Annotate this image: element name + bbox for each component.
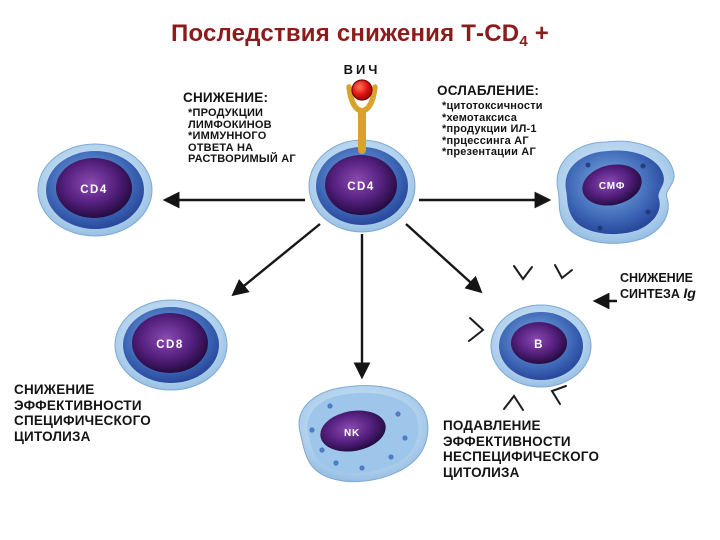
specific-cytolysis-caption: СНИЖЕНИЕ ЭФФЕКТИВНОСТИ СПЕЦИФИЧЕСКОГО ЦИ… — [14, 382, 151, 444]
cd4-left-label: CD4 — [80, 184, 108, 196]
title-main: Последствия снижения Т-CD — [171, 20, 520, 47]
arrow-to-b — [405, 223, 483, 294]
cd8-label: CD8 — [156, 339, 184, 351]
weakening-line-2: *хемотаксиса — [442, 111, 518, 124]
ig-caption-line-2: СИНТЕЗА Ig — [620, 285, 696, 302]
decrease-line-3: *ИММУННОГО — [188, 130, 267, 142]
decrease-line-2: ЛИМФОКИНОВ — [188, 118, 272, 131]
b-cell-attack-marks — [468, 264, 573, 411]
smf-cell: СМФ — [556, 140, 675, 244]
receptor-cup-icon — [346, 84, 378, 114]
attack-mark-icon — [513, 265, 533, 281]
cd4-center-label: CD4 — [347, 181, 375, 193]
b-cell: В — [490, 304, 592, 388]
weakening-line-4: *прцессинга АГ — [442, 134, 529, 147]
ig-synthesis-caption: СНИЖЕНИЕ СИНТЕЗА Ig — [620, 271, 696, 302]
nk-cell: NK — [298, 385, 429, 483]
specific-line-1: СНИЖЕНИЕ — [14, 382, 95, 397]
cd4-left-cell: CD4 — [37, 143, 153, 237]
b-label: В — [534, 339, 544, 351]
decrease-line-1: *ПРОДУКЦИИ — [188, 107, 264, 119]
specific-line-2: ЭФФЕКТИВНОСТИ — [14, 397, 142, 413]
nonspecific-cytolysis-caption: ПОДАВЛЕНИЕ ЭФФЕКТИВНОСТИ НЕСПЕЦИФИЧЕСКОГ… — [443, 418, 599, 480]
decrease-block: СНИЖЕНИЕ: *ПРОДУКЦИИ ЛИМФОКИНОВ *ИММУННО… — [183, 90, 296, 166]
weakening-line-3: *продукции ИЛ-1 — [442, 123, 537, 135]
cd4-center-cell: CD4 — [308, 139, 416, 233]
cd8-cell: CD8 — [114, 299, 228, 391]
nonspecific-line-2: ЭФФЕКТИВНОСТИ — [443, 433, 571, 449]
effect-arrows — [162, 191, 617, 380]
ig-symbol: Ig — [683, 285, 696, 301]
attack-mark-icon — [468, 317, 485, 342]
ig-caption-line-1: СНИЖЕНИЕ — [620, 271, 694, 285]
hiv-virus — [346, 79, 378, 154]
weakening-line-5: *презентации АГ — [442, 146, 536, 158]
hiv-label: ВИЧ — [343, 62, 381, 77]
nonspecific-line-1: ПОДАВЛЕНИЕ — [443, 418, 541, 433]
nonspecific-line-3: НЕСПЕЦИФИЧЕСКОГО — [443, 449, 600, 464]
hiv-virion-icon — [351, 79, 373, 101]
weakening-block: ОСЛАБЛЕНИЕ: *цитотоксичности *хемотаксис… — [437, 83, 543, 159]
title-suffix: + — [527, 20, 549, 47]
specific-line-3: СПЕЦИФИЧЕСКОГО — [14, 413, 152, 428]
title-subscript: 4 — [519, 33, 528, 50]
weakening-line-1: *цитотоксичности — [442, 100, 543, 112]
arrow-to-cd8 — [231, 223, 321, 297]
attack-mark-icon — [550, 385, 567, 405]
decrease-line-4: ОТВЕТА НА — [188, 141, 254, 154]
attack-mark-icon — [554, 264, 573, 280]
decrease-heading: СНИЖЕНИЕ: — [183, 90, 269, 105]
nk-label: NK — [344, 428, 360, 439]
nonspecific-line-4: ЦИТОЛИЗА — [443, 464, 520, 480]
smf-label: СМФ — [599, 181, 625, 192]
specific-line-4: ЦИТОЛИЗА — [14, 428, 91, 444]
attack-mark-icon — [503, 394, 524, 411]
page-title: Последствия снижения Т-CD4 + — [0, 20, 720, 50]
weakening-heading: ОСЛАБЛЕНИЕ: — [437, 83, 540, 98]
decrease-line-5: РАСТВОРИМЫЙ АГ — [188, 153, 296, 165]
